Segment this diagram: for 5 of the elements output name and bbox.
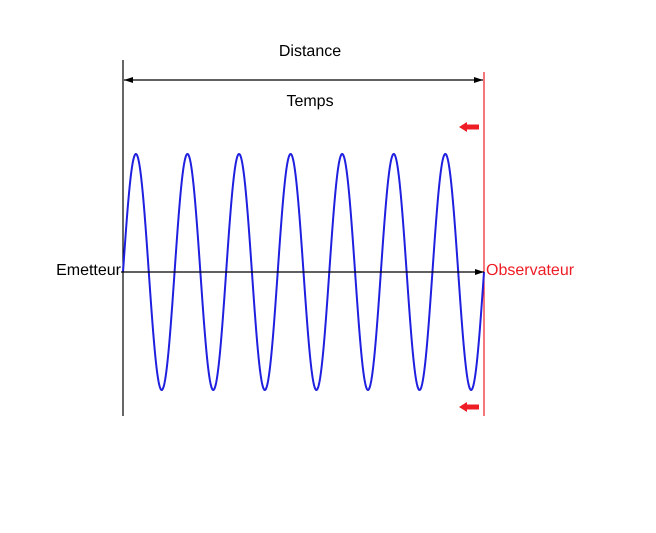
node-label: Emetteur [20,259,121,283]
node-label: Observateur [486,259,616,283]
axis-label: Distance [278,43,342,60]
axis-label: Temps [286,93,334,110]
arrow [121,269,484,275]
